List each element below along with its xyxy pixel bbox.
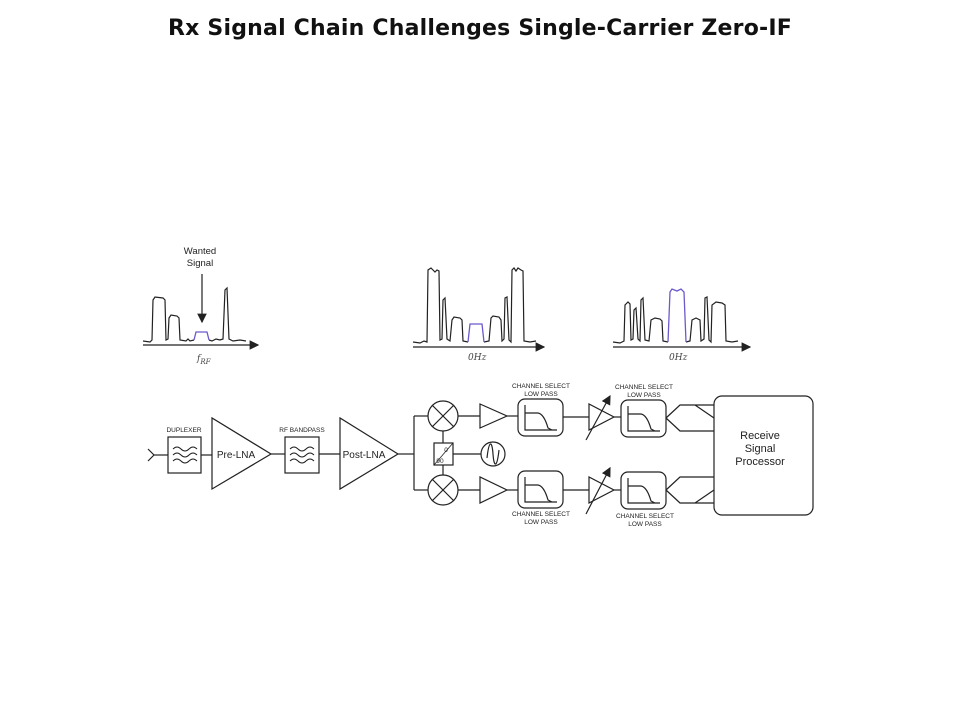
rf-bandpass-label: RF BANDPASS [279, 427, 325, 434]
q-variable-gain-amp [588, 476, 616, 504]
spectrum-zero-if-1: 0Hz [412, 267, 546, 363]
processor-label-line1: Receive [740, 430, 780, 442]
rf-bandpass-filter-waves [289, 446, 315, 464]
i-path-amplifier [479, 403, 509, 429]
mixer-i [427, 400, 459, 432]
diagram-labels: DUPLEXER Pre-LNA RF BANDPASS Post-LNA 0 … [166, 383, 785, 528]
duplexer-filter-waves [172, 446, 198, 464]
f-rf-label: fRF [196, 354, 212, 366]
spectrum-rf-input: Wanted Signal fRF [142, 246, 260, 366]
q-output-bus [665, 476, 715, 504]
spectrum-zero-if-2: 0Hz [612, 288, 752, 363]
duplexer-label: DUPLEXER [166, 427, 201, 434]
i-lowpass-response-2 [627, 406, 660, 432]
i-filter1-title: CHANNEL SELECT [512, 383, 570, 390]
signal-chain [147, 394, 814, 516]
spectrum-3-wanted-signal [667, 288, 687, 343]
mixer-q [427, 474, 459, 506]
q-filter2-title: CHANNEL SELECT [616, 513, 674, 520]
zero-hz-label-1: 0Hz [468, 353, 487, 363]
i-filter2-title: CHANNEL SELECT [615, 384, 673, 391]
i-filter1-subtitle: LOW PASS [524, 391, 558, 398]
processor-label-line3: Processor [735, 456, 785, 468]
phase-0-label: 0 [444, 447, 448, 454]
zero-hz-label-2: 0Hz [669, 353, 688, 363]
q-filter1-subtitle: LOW PASS [524, 519, 558, 526]
i-variable-gain-amp [588, 403, 616, 431]
oscillator-sine-icon [486, 443, 500, 465]
spectrum-3-interferers [612, 296, 739, 344]
processor-label-line2: Signal [745, 443, 776, 455]
pre-lna-amplifier [211, 416, 273, 491]
q-vga-gain-arrow [585, 466, 611, 515]
spectrum-1-wanted-signal [193, 331, 210, 341]
i-lowpass-response-1 [524, 405, 557, 431]
q-lowpass-response-2 [627, 478, 660, 504]
wanted-label-line1: Wanted [184, 246, 216, 257]
q-lowpass-response-1 [524, 477, 557, 503]
slide-title: Rx Signal Chain Challenges Single-Carrie… [168, 16, 792, 41]
post-lna-amplifier [339, 416, 400, 491]
i-output-bus [665, 404, 715, 432]
i-filter2-subtitle: LOW PASS [627, 392, 661, 399]
q-path-amplifier [479, 476, 509, 504]
receive-signal-processor-block [713, 395, 814, 516]
duplexer-block [167, 436, 202, 474]
q-filter1-title: CHANNEL SELECT [512, 511, 570, 518]
i-vga-gain-arrow [585, 394, 611, 441]
spectrum-1-interferers [142, 286, 247, 343]
phase-90-label: 90 [436, 458, 444, 465]
antenna-input-symbol [147, 448, 155, 462]
post-lna-label: Post-LNA [343, 450, 386, 461]
phase-shifter-diagonal [433, 442, 454, 466]
q-filter2-subtitle: LOW PASS [628, 521, 662, 528]
wanted-label-line2: Signal [187, 258, 213, 269]
spectrum-2-interferers [412, 267, 537, 344]
spectrum-2-wanted-signal [467, 323, 485, 343]
pre-lna-label: Pre-LNA [217, 450, 256, 461]
